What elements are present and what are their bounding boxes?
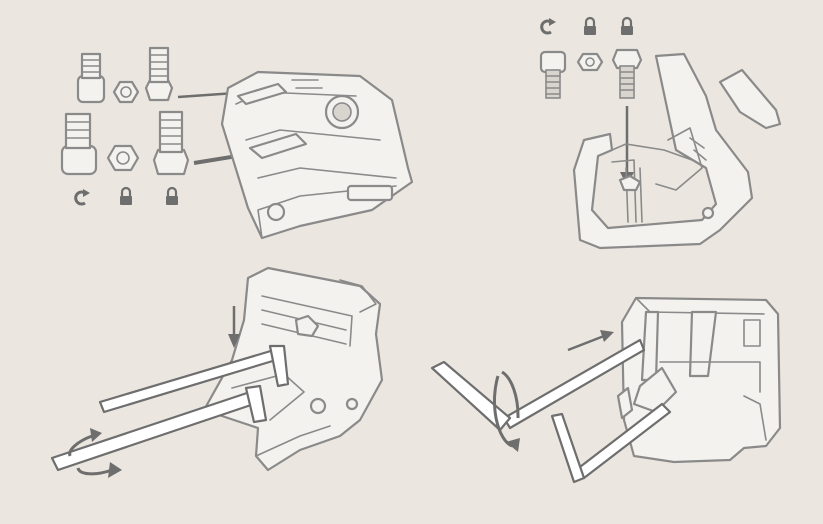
hex-key-right [550, 402, 672, 484]
socket-head-screw [539, 50, 567, 99]
lock-icon [584, 16, 596, 35]
socket-head-screw-small [76, 52, 106, 104]
rotate-icon [74, 189, 90, 206]
closed-clamp [616, 296, 782, 464]
hex-nut-large [106, 144, 140, 172]
rotate-icon [540, 18, 556, 35]
clamp-body [202, 266, 384, 472]
lock-icon [120, 186, 132, 205]
hex-nut [576, 52, 604, 72]
hex-bolt [611, 48, 643, 99]
hex-bolt-small [144, 46, 174, 102]
clamp-housing [220, 70, 414, 240]
lock-icon [621, 16, 633, 35]
rotate-arrow [68, 428, 122, 478]
open-clamp [572, 52, 782, 250]
panel-bottom-right [430, 296, 782, 484]
down-arrow [228, 306, 240, 348]
hex-bolt-large [152, 110, 190, 176]
push-arrow [567, 330, 614, 352]
hex-key-lower [50, 384, 268, 472]
socket-head-screw-large [60, 112, 98, 176]
hex-key-upper [98, 344, 290, 414]
panel-top-right [539, 16, 782, 250]
hex-nut-small [112, 80, 140, 104]
lock-icon [166, 186, 178, 205]
panel-top-left [60, 46, 414, 240]
rotate-arrow [492, 370, 520, 452]
panel-bottom-left [50, 266, 384, 478]
hex-key-left [430, 338, 646, 432]
